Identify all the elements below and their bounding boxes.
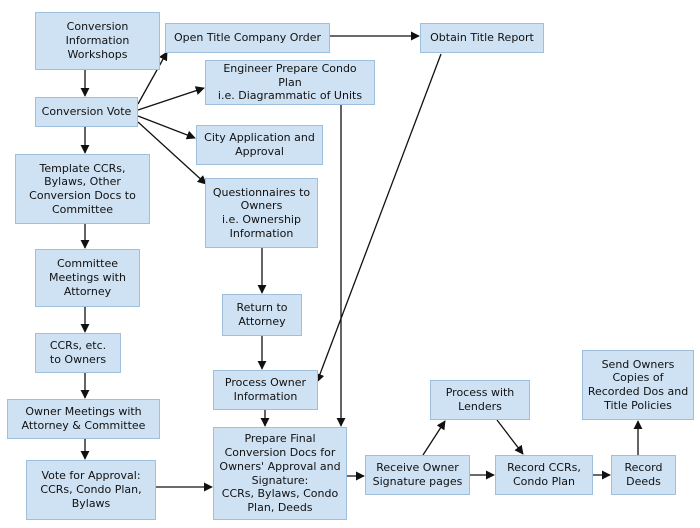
node-record-deeds: Record Deeds [611, 455, 676, 495]
node-open-title-order: Open Title Company Order [165, 23, 330, 53]
arrow-vote-title-order [137, 51, 168, 105]
node-engineer-condo-plan: Engineer Prepare Condo Plan i.e. Diagram… [205, 60, 375, 105]
node-record-ccrs: Record CCRs, Condo Plan [495, 455, 593, 495]
node-return-to-attorney: Return to Attorney [222, 294, 302, 336]
arrow-vote-city [137, 115, 196, 140]
node-process-lenders: Process with Lenders [430, 380, 530, 420]
node-obtain-title-report: Obtain Title Report [420, 23, 544, 53]
node-owner-meetings: Owner Meetings with Attorney & Committee [7, 399, 160, 439]
node-ccrs-to-owners: CCRs, etc. to Owners [35, 333, 121, 373]
node-questionnaires: Questionnaires to Owners i.e. Ownership … [205, 178, 318, 248]
arrow-vote-questionnaires [137, 121, 207, 185]
node-send-owners-copies: Send Owners Copies of Recorded Dos and T… [582, 350, 694, 420]
node-prepare-final-docs: Prepare Final Conversion Docs for Owners… [213, 427, 347, 520]
node-committee-meetings: Committee Meetings with Attorney [35, 249, 140, 307]
node-process-owner-info: Process Owner Information [213, 370, 318, 410]
node-receive-signatures: Receive Owner Signature pages [365, 455, 470, 495]
arrow-title-report-process [315, 53, 442, 383]
node-city-application: City Application and Approval [196, 125, 323, 165]
node-template-ccrs: Template CCRs, Bylaws, Other Conversion … [15, 154, 150, 224]
arrow-vote-engineer [137, 86, 205, 111]
arrow-lenders-record [496, 419, 524, 455]
node-conversion-vote: Conversion Vote [35, 97, 138, 127]
node-vote-for-approval: Vote for Approval: CCRs, Condo Plan, Byl… [26, 460, 156, 520]
node-workshops: Conversion Information Workshops [35, 12, 160, 70]
arrow-receive-lenders [422, 420, 446, 456]
